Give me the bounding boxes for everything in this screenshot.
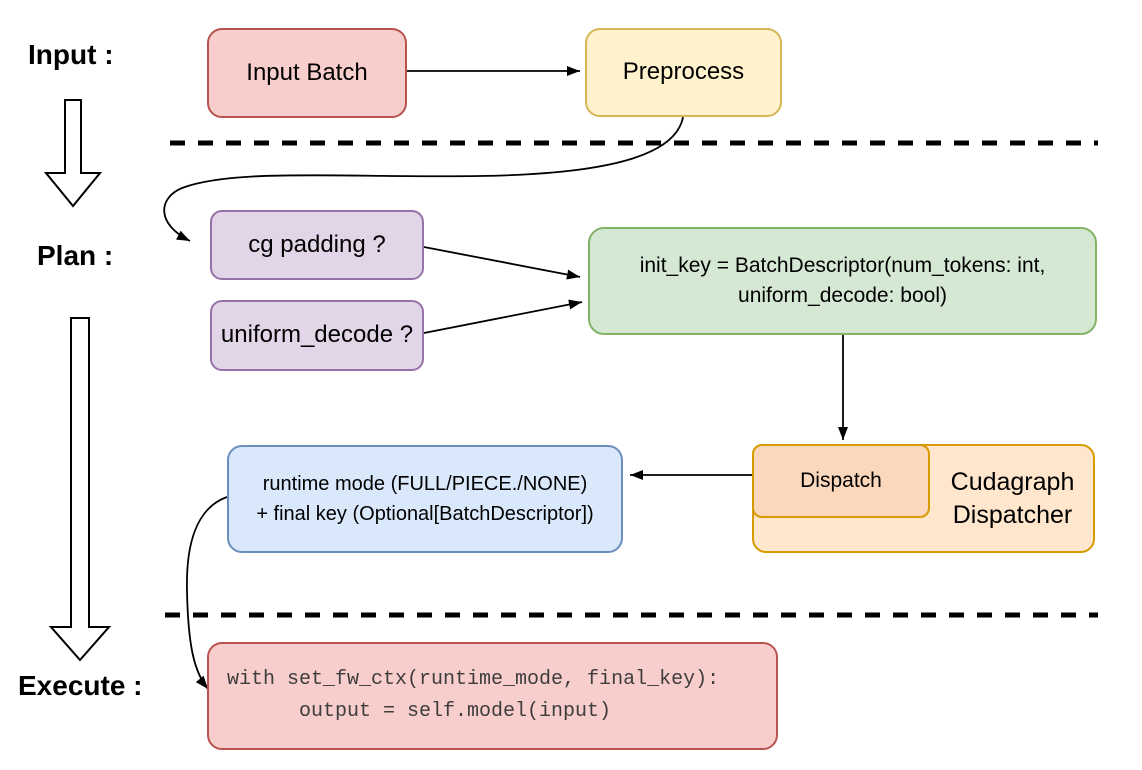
node-init-key: init_key = BatchDescriptor(num_tokens: i…	[588, 227, 1097, 335]
node-uniform-decode: uniform_decode ?	[210, 300, 424, 371]
section-label-plan: Plan :	[37, 240, 114, 271]
node-cudagraph-dispatcher-line1: Cudagraph	[950, 467, 1075, 496]
section-label-input: Input :	[28, 39, 114, 70]
node-cudagraph-dispatcher-label: Cudagraph Dispatcher	[930, 444, 1095, 553]
edge-preprocess-to-cg-padding	[163, 116, 684, 242]
node-dispatch-label: Dispatch	[800, 468, 882, 492]
node-init-key-line1: init_key = BatchDescriptor(num_tokens: i…	[639, 254, 1046, 277]
execute-code-line1: with set_fw_ctx(runtime_mode, final_key)…	[227, 668, 720, 691]
edge-uniform-decode-to-init-key	[423, 299, 583, 334]
node-cg-padding: cg padding ?	[210, 210, 424, 280]
node-preprocess-label: Preprocess	[622, 58, 745, 86]
node-cudagraph-dispatcher-line2: Dispatcher	[952, 500, 1073, 529]
node-runtime-mode-line2: + final key (Optional[BatchDescriptor])	[256, 503, 594, 525]
block-arrow-plan-to-execute	[48, 317, 112, 662]
node-runtime-mode: runtime mode (FULL/PIECE./NONE) + final …	[227, 445, 623, 553]
node-input-batch: Input Batch	[207, 28, 407, 118]
section-label-execute: Execute :	[18, 670, 143, 701]
node-cg-padding-label: cg padding ?	[248, 230, 386, 258]
node-execute-code: with set_fw_ctx(runtime_mode, final_key)…	[207, 642, 778, 750]
execute-code-line2: output = self.model(input)	[227, 700, 612, 723]
node-init-key-line2: uniform_decode: bool)	[738, 284, 947, 307]
node-uniform-decode-label: uniform_decode ?	[220, 321, 414, 349]
edge-cg-padding-to-init-key	[423, 246, 581, 280]
edge-runtime-mode-to-execute-code	[186, 496, 228, 690]
node-dispatch: Dispatch	[752, 444, 930, 518]
node-preprocess: Preprocess	[585, 28, 782, 117]
node-runtime-mode-line1: runtime mode (FULL/PIECE./NONE)	[262, 473, 588, 495]
block-arrow-input-to-plan	[43, 99, 103, 208]
node-input-batch-label: Input Batch	[246, 58, 368, 86]
